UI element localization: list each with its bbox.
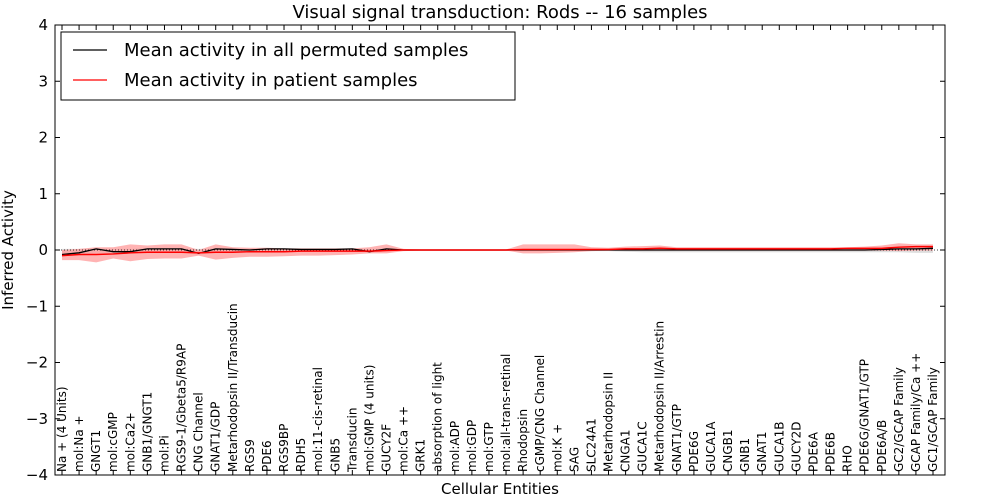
x-category-label-36: GNAT1/GTP [670,404,684,472]
x-category-label-23: mol:ADP [448,421,462,472]
legend-label-patient: Mean activity in patient samples [124,70,418,91]
x-category-label-43: GUCY2D [789,422,803,472]
x-category-label-11: RGS9 [243,439,257,472]
x-category-label-10: Metarhodopsin II/Transducin [226,303,240,472]
y-tick-label-0: −4 [26,466,48,484]
x-category-label-41: GNAT1 [755,431,769,472]
x-category-label-26: mol:all-trans-retinal [499,354,513,472]
x-category-label-51: GC1/GCAP Family [926,367,940,472]
x-category-label-20: mol:Ca ++ [397,406,411,472]
x-category-label-24: mol:GDP [465,420,479,472]
x-category-label-49: GC2/GCAP Family [892,367,906,472]
y-tick-label-1: −3 [26,410,48,428]
x-category-label-31: SLC24A1 [584,418,598,472]
x-category-label-37: PDE6G [687,431,701,472]
legend-box [60,31,516,101]
x-category-label-45: PDE6B [824,432,838,472]
x-category-label-9: GNAT1/GDP [209,402,223,472]
x-category-label-22: absorption of light [431,362,445,472]
patient-range-band [62,243,933,263]
y-tick-label-4: 0 [38,241,48,259]
x-category-label-21: GRK1 [414,439,428,472]
x-category-label-0: Na + (4 Units) [55,386,69,472]
plot-area [55,243,945,263]
y-tick-label-3: −1 [26,297,48,315]
x-category-label-25: mol:GTP [482,422,496,472]
x-category-label-42: GUCA1B [772,421,786,472]
x-category-label-47: PDE6G/GNAT1/GTP [858,359,872,472]
x-category-label-16: GNB5 [328,438,342,472]
x-category-label-13: RGS9BP [277,424,291,472]
axis-ticks: −4 −3 −2 −1 0 1 2 3 4 [26,16,945,484]
x-category-label-12: PDE6 [260,440,274,472]
x-category-label-27: Rhodopsin [516,409,530,472]
x-category-label-18: mol:GMP (4 units) [362,365,376,472]
x-category-label-30: SAG [567,447,581,472]
x-category-label-19: GUCY2F [379,424,393,472]
x-category-label-1: mol:Na + [72,415,86,472]
x-category-label-14: RDH5 [294,438,308,472]
x-category-label-33: CNGA1 [619,430,633,473]
y-tick-label-2: −2 [26,354,48,372]
x-category-label-46: RHO [841,445,855,472]
x-category-label-32: Metarhodopsin II [602,372,616,472]
legend-label-permuted: Mean activity in all permuted samples [124,40,468,61]
y-axis-title: Inferred Activity [0,190,17,310]
y-tick-label-8: 4 [38,16,48,34]
y-tick-label-6: 2 [38,129,48,147]
x-category-label-44: PDE6A [806,431,820,472]
x-category-label-6: mol:Pi [157,435,171,472]
x-category-label-15: mol:11-cis-retinal [311,367,325,472]
x-category-label-39: CNGB1 [721,429,735,472]
x-category-label-7: RGS9-1/Gbeta5/R9AP [175,344,189,472]
legend: Mean activity in all permuted samples Me… [60,31,516,101]
chart-title: Visual signal transduction: Rods -- 16 s… [292,2,707,23]
x-category-label-17: Transducin [345,408,359,473]
x-category-label-48: PDE6A/B [875,420,889,472]
x-category-label-5: GNB1/GNGT1 [140,392,154,472]
x-category-label-38: GUCA1A [704,421,718,472]
x-category-label-2: GNGT1 [89,430,103,472]
x-category-label-8: CNG Channel [192,392,206,472]
x-category-label-29: mol:K + [550,424,564,472]
x-category-label-28: cGMP/CNG Channel [533,355,547,472]
x-category-label-40: GNB1 [738,438,752,472]
y-tick-label-5: 1 [38,185,48,203]
x-category-label-34: GUCA1C [636,421,650,472]
x-axis-title: Cellular Entities [441,480,559,498]
x-category-label-50: GCAP Family/Ca ++ [909,353,923,472]
x-category-label-3: mol:cGMP [106,412,120,472]
x-category-label-35: Metarhodopsin II/Arrestin [653,321,667,472]
x-category-label-4: mol:Ca2+ [123,412,137,472]
y-tick-label-7: 3 [38,72,48,90]
series-line-patient [61,245,933,257]
